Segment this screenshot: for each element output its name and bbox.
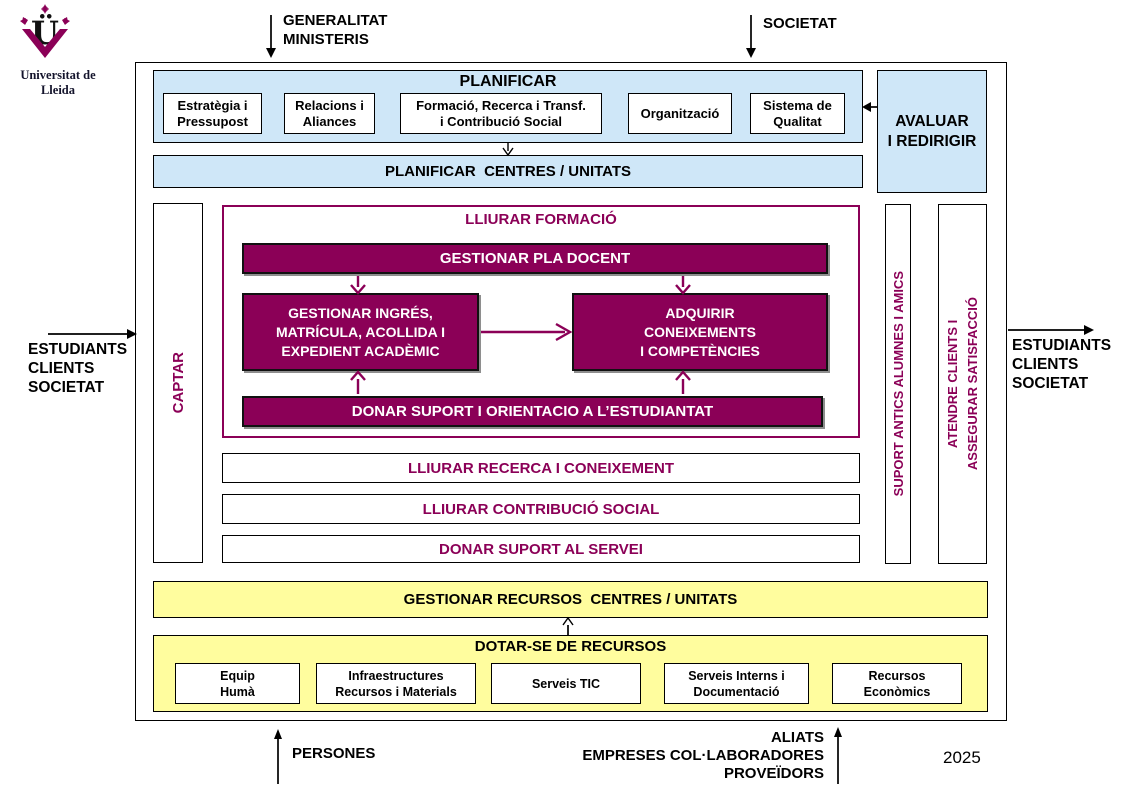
gestionar-recursos-bar: GESTIONAR RECURSOS CENTRES / UNITATS (153, 581, 988, 618)
atendre-clients-column: ATENDRE CLIENTS I ASSEGURAR SATISFACCIÓ (938, 204, 987, 564)
societat-label: SOCIETAT (763, 15, 837, 32)
arrow-aliats-up-icon (834, 727, 842, 784)
arrow-societat-down-icon (746, 15, 756, 58)
donar-suport-estudiantat-bar: DONAR SUPORT I ORIENTACIO A L’ESTUDIANTA… (242, 396, 823, 427)
estudiants-output-label: ESTUDIANTS CLIENTS SOCIETAT (1012, 337, 1112, 392)
arrow-persones-up-icon (274, 729, 282, 784)
planificar-item-qualitat: Sistema de Qualitat (750, 93, 845, 134)
recurs-equip-huma: Equip Humà (175, 663, 300, 704)
udl-logo-icon: Ü (18, 4, 72, 66)
planificar-title: PLANIFICAR (459, 73, 557, 90)
year-label: 2025 (943, 748, 981, 767)
donar-suport-servei-bar: DONAR SUPORT AL SERVEI (222, 535, 860, 563)
gestionar-ingres-box: GESTIONAR INGRÉS, MATRÍCULA, ACOLLIDA I … (242, 293, 479, 371)
planificar-item-formacio: Formació, Recerca i Transf. i Contribuci… (400, 93, 602, 134)
gestionar-pla-docent-box: GESTIONAR PLA DOCENT (242, 243, 828, 274)
lliurar-contribucio-bar: LLIURAR CONTRIBUCIÓ SOCIAL (222, 494, 860, 524)
svg-text:Ü: Ü (31, 13, 59, 52)
recurs-infraestructures: Infraestructures Recursos i Materials (316, 663, 476, 704)
adquirir-coneixements-box: ADQUIRIR CONEIXEMENTS I COMPETÈNCIES (572, 293, 828, 371)
estudiants-input-label: ESTUDIANTS CLIENTS SOCIETAT (28, 341, 128, 396)
aliats-label: ALIATS EMPRESES COL·LABORADORES PROVEÏDO… (582, 729, 824, 782)
planificar-item-relacions: Relacions i Aliances (284, 93, 375, 134)
lliurar-formacio-title: LLIURAR FORMACIÓ (465, 211, 617, 228)
dotar-se-title: DOTAR-SE DE RECURSOS (474, 638, 667, 655)
suport-antics-label: SUPORT ANTICS ALUMNES I AMICS (890, 271, 906, 497)
recurs-serveis-tic: Serveis TIC (491, 663, 641, 704)
lliurar-recerca-bar: LLIURAR RECERCA I CONEIXEMENT (222, 453, 860, 483)
recurs-economics: Recursos Econòmics (832, 663, 962, 704)
generalitat-ministeris-label: GENERALITAT MINISTERIS (283, 12, 388, 48)
planificar-centres-bar: PLANIFICAR CENTRES / UNITATS (153, 155, 863, 188)
persones-label: PERSONES (292, 745, 376, 762)
captar-column: CAPTAR (153, 203, 203, 563)
planificar-item-organitzacio: Organització (628, 93, 732, 134)
avaluar-redirigir-box: AVALUAR I REDIRIGIR (877, 70, 987, 193)
suport-antics-column: SUPORT ANTICS ALUMNES I AMICS (885, 204, 911, 564)
recurs-serveis-interns: Serveis Interns i Documentació (664, 663, 809, 704)
arrow-generalitat-down-icon (266, 15, 276, 58)
arrow-estudiants-out-icon (1008, 325, 1094, 335)
captar-label: CAPTAR (169, 352, 187, 414)
atendre-clients-label: ATENDRE CLIENTS I ASSEGURAR SATISFACCIÓ (944, 297, 980, 471)
arrow-estudiants-in-icon (48, 329, 137, 339)
planificar-item-estrategia: Estratègia i Pressupost (163, 93, 262, 134)
udl-logo-caption: Universitat de Lleida (20, 68, 96, 97)
